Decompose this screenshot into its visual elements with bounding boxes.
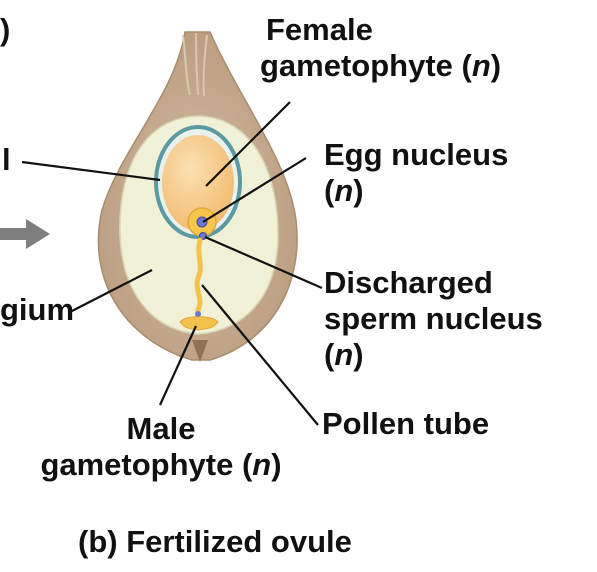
male-gametophyte-nucleus — [195, 311, 201, 317]
cut-label-l: l — [2, 142, 11, 177]
figure-caption: (b) Fertilized ovule — [78, 524, 352, 559]
cut-label-paren: ) — [0, 12, 11, 47]
leader-female — [205, 101, 291, 187]
egg-nucleus — [196, 216, 208, 228]
leader-egg — [202, 157, 307, 223]
pollen-tube — [194, 237, 203, 325]
micropyle — [192, 340, 208, 362]
egg-nucleus-label: Egg nucleus (n) — [324, 137, 509, 208]
leader-integument — [21, 160, 161, 182]
leader-male — [158, 325, 198, 406]
male-gametophyte-label: Male gametophyte (n) — [40, 411, 282, 482]
leader-pollen — [201, 284, 319, 426]
leader-sperm — [204, 235, 323, 290]
female-gametophyte-label: Female gametophyte (n) — [260, 12, 502, 83]
female-gametophyte — [162, 135, 234, 231]
leader-lines — [21, 101, 323, 426]
leader-megasporangium — [69, 269, 153, 313]
male-gametophyte — [179, 315, 219, 331]
discharged-sperm-nucleus-label: Discharged sperm nucleus (n) — [324, 265, 543, 372]
cut-label-gium: gium — [0, 292, 75, 327]
integument-neck — [182, 32, 208, 97]
pollen-tube-label: Pollen tube — [322, 406, 490, 441]
process-arrow — [0, 219, 50, 249]
